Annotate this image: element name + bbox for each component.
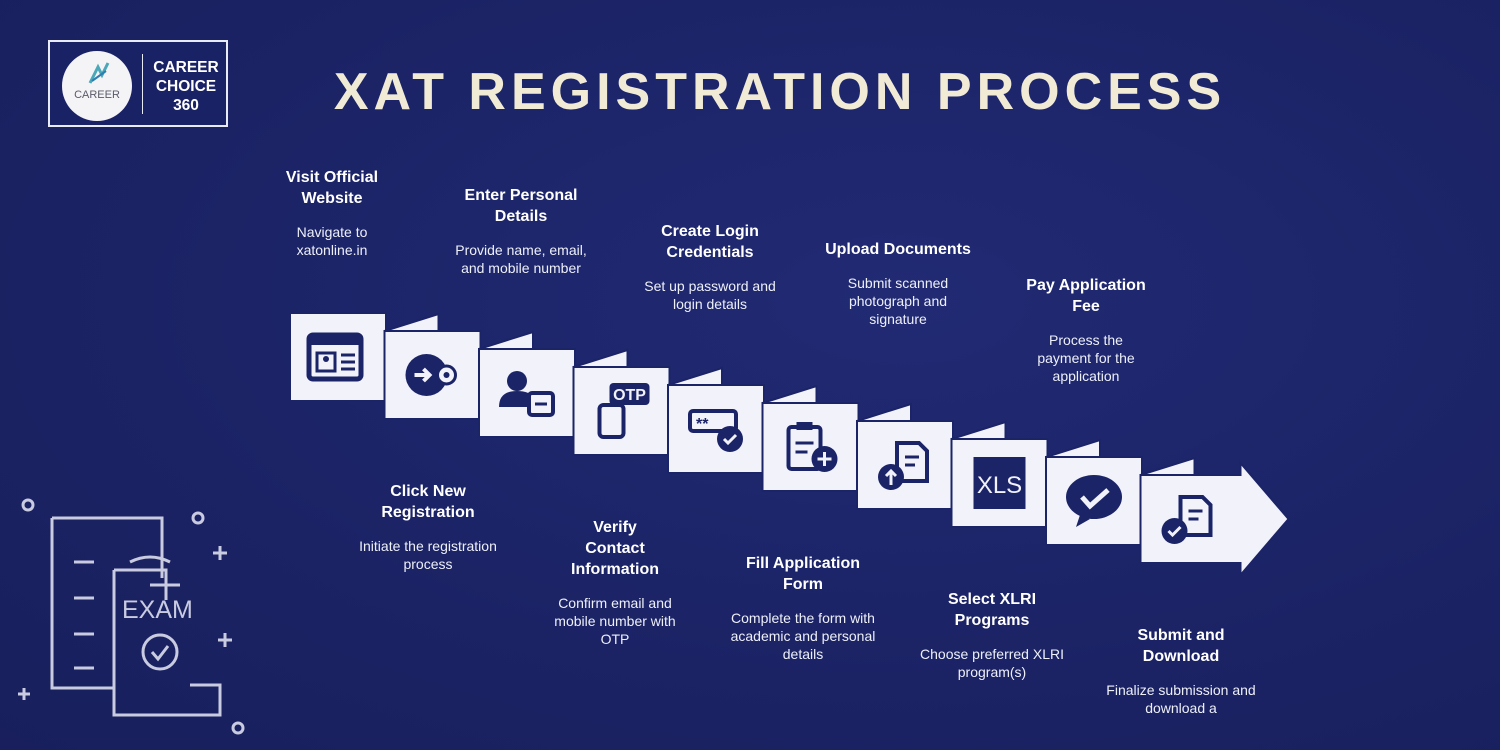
step-title: Select XLRI Programs (947, 591, 1037, 629)
step-panel-1 (289, 312, 387, 402)
panel-fold (1045, 438, 1101, 458)
step-panel-4: OTP (572, 348, 671, 456)
step-description: Submit scanned photograph and signature (847, 275, 949, 327)
panel-fold (1140, 456, 1196, 476)
career-choice-360-logo: CAREER CAREER CHOICE 360 (48, 40, 228, 127)
panel (761, 402, 860, 492)
panel-fold (384, 312, 440, 332)
arrow-panel (1139, 460, 1290, 578)
step-description: Initiate the registration process (359, 538, 497, 572)
logo-divider (142, 54, 143, 114)
panel-fold (573, 348, 629, 368)
logo-line: CAREER (153, 59, 219, 76)
step-description: Process the payment for the application (1037, 332, 1135, 384)
logo-line: 360 (173, 97, 199, 114)
panel (383, 330, 482, 420)
step-panel-10 (1139, 456, 1290, 578)
panel-fold (667, 366, 723, 386)
svg-text:**: ** (696, 416, 709, 433)
step-description: Finalize submission and download a (1106, 682, 1256, 716)
check-mark (150, 645, 170, 662)
browser-profile-icon (306, 332, 364, 382)
document-lines (74, 560, 94, 670)
step-title: Pay Application Fee (1026, 277, 1146, 315)
panel (1045, 456, 1143, 546)
step-title: Click New Registration (381, 483, 475, 521)
step-title: Upload Documents (825, 241, 971, 258)
step-description: Choose preferred XLRI program(s) (920, 646, 1064, 680)
exam-illustration: EXAM (18, 498, 245, 735)
step-description: Confirm email and mobile number with OTP (554, 595, 676, 647)
password-check-icon: ** (688, 409, 743, 452)
step-description: Set up password and login details (644, 278, 776, 312)
step-description: Complete the form with academic and pers… (730, 610, 876, 662)
clipboard-add-icon (786, 422, 838, 472)
exam-sheet (112, 568, 222, 717)
arrow-login-icon (405, 354, 457, 396)
page-title: XAT REGISTRATION PROCESS (333, 63, 1227, 121)
step-panel-9 (1045, 438, 1143, 546)
logo-emblem-text: CAREER (74, 89, 120, 101)
step-title: Fill Application Form (745, 555, 861, 593)
step-panel-2 (383, 312, 482, 420)
logo-text: CAREER CHOICE 360 (146, 58, 226, 115)
user-form-icon (499, 371, 555, 417)
step-title: Create Login Credentials (661, 223, 759, 261)
logo-line: CHOICE (155, 78, 217, 95)
xls-label: XLS (977, 472, 1022, 499)
panel-fold (478, 330, 534, 350)
panel (572, 366, 671, 456)
decor-circle (231, 721, 245, 735)
decor-circle (191, 511, 205, 525)
step-title: Enter Personal Details (464, 187, 578, 225)
step-panel-3 (478, 330, 576, 438)
xls-icon: XLS (973, 457, 1026, 509)
sheet-curl (129, 555, 171, 564)
step-panel-7 (856, 402, 954, 510)
otp-phone-icon: OTP (597, 383, 650, 439)
step-description: Provide name, email, and mobile number (455, 242, 587, 276)
step-title: Submit and Download (1137, 627, 1225, 665)
panel (289, 312, 387, 402)
otp-label: OTP (613, 387, 646, 404)
document-upload-icon (878, 441, 929, 490)
exam-label: EXAM (122, 596, 193, 624)
decor-circle (21, 498, 35, 512)
step-panel-8: XLS (950, 420, 1049, 528)
document-check-icon (1161, 495, 1213, 544)
panel-fold (856, 402, 912, 422)
step-title: Verify Contact Information (571, 519, 659, 578)
logo-emblem: CAREER (62, 51, 132, 121)
step-panel-5: ** (667, 366, 765, 474)
step-title: Visit Official Website (285, 169, 379, 207)
decor-plus (18, 546, 232, 700)
panel-fold (762, 384, 818, 404)
panel-fold (951, 420, 1007, 440)
step-description: Navigate to xatonline.in (296, 224, 368, 258)
document-back-side (50, 518, 114, 690)
step-panel-6 (761, 384, 860, 492)
chat-check-icon (1066, 475, 1122, 527)
check-circle-icon (141, 633, 179, 671)
panel (667, 384, 765, 474)
